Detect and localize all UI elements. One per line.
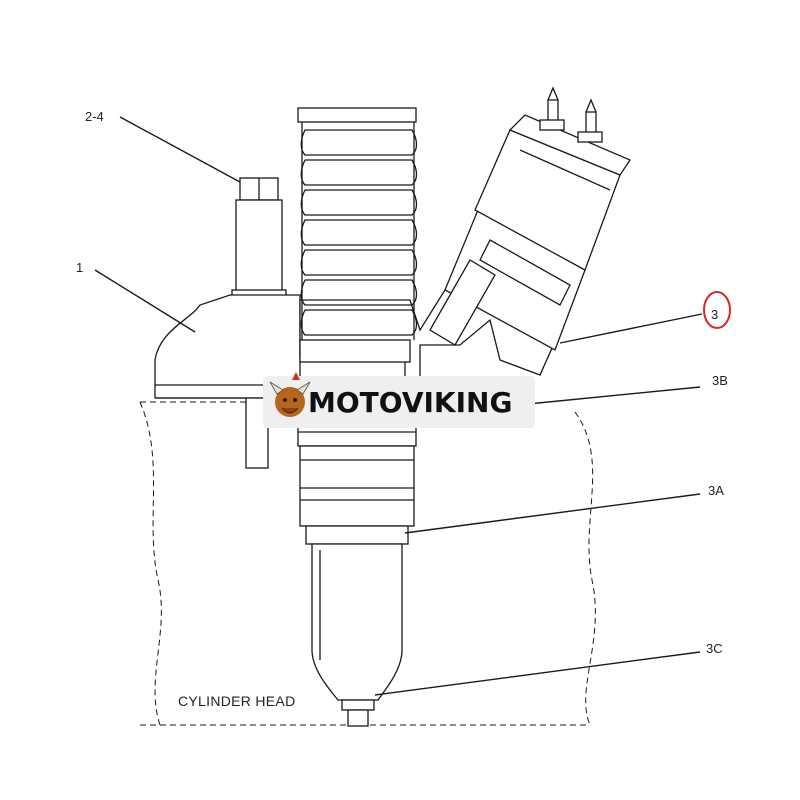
cylinder-head-caption: CYLINDER HEAD [178,693,295,709]
injector-spring [297,107,418,340]
leader-1 [94,269,196,333]
clamp-bolt [231,177,287,301]
leader-3b [527,386,701,405]
label-3a: 3A [708,483,724,498]
label-3c: 3C [706,641,723,656]
watermark-text: MOTOVIKING [308,386,512,419]
label-3: 3 [711,307,718,322]
leader-3a [404,493,701,534]
leader-3 [559,313,703,344]
injector-body [299,86,631,401]
injector-clamp [154,294,301,469]
injector-barrel [297,399,417,727]
label-1: 1 [76,260,83,275]
viking-logo-icon [269,372,311,417]
leader-3c [374,651,701,696]
leader-2-4 [119,116,241,183]
highlight-circle [703,291,731,329]
label-3b: 3B [712,373,728,388]
label-2-4: 2-4 [85,109,104,124]
leader-lines [94,116,703,696]
watermark-banner: MOTOVIKING [263,372,535,428]
